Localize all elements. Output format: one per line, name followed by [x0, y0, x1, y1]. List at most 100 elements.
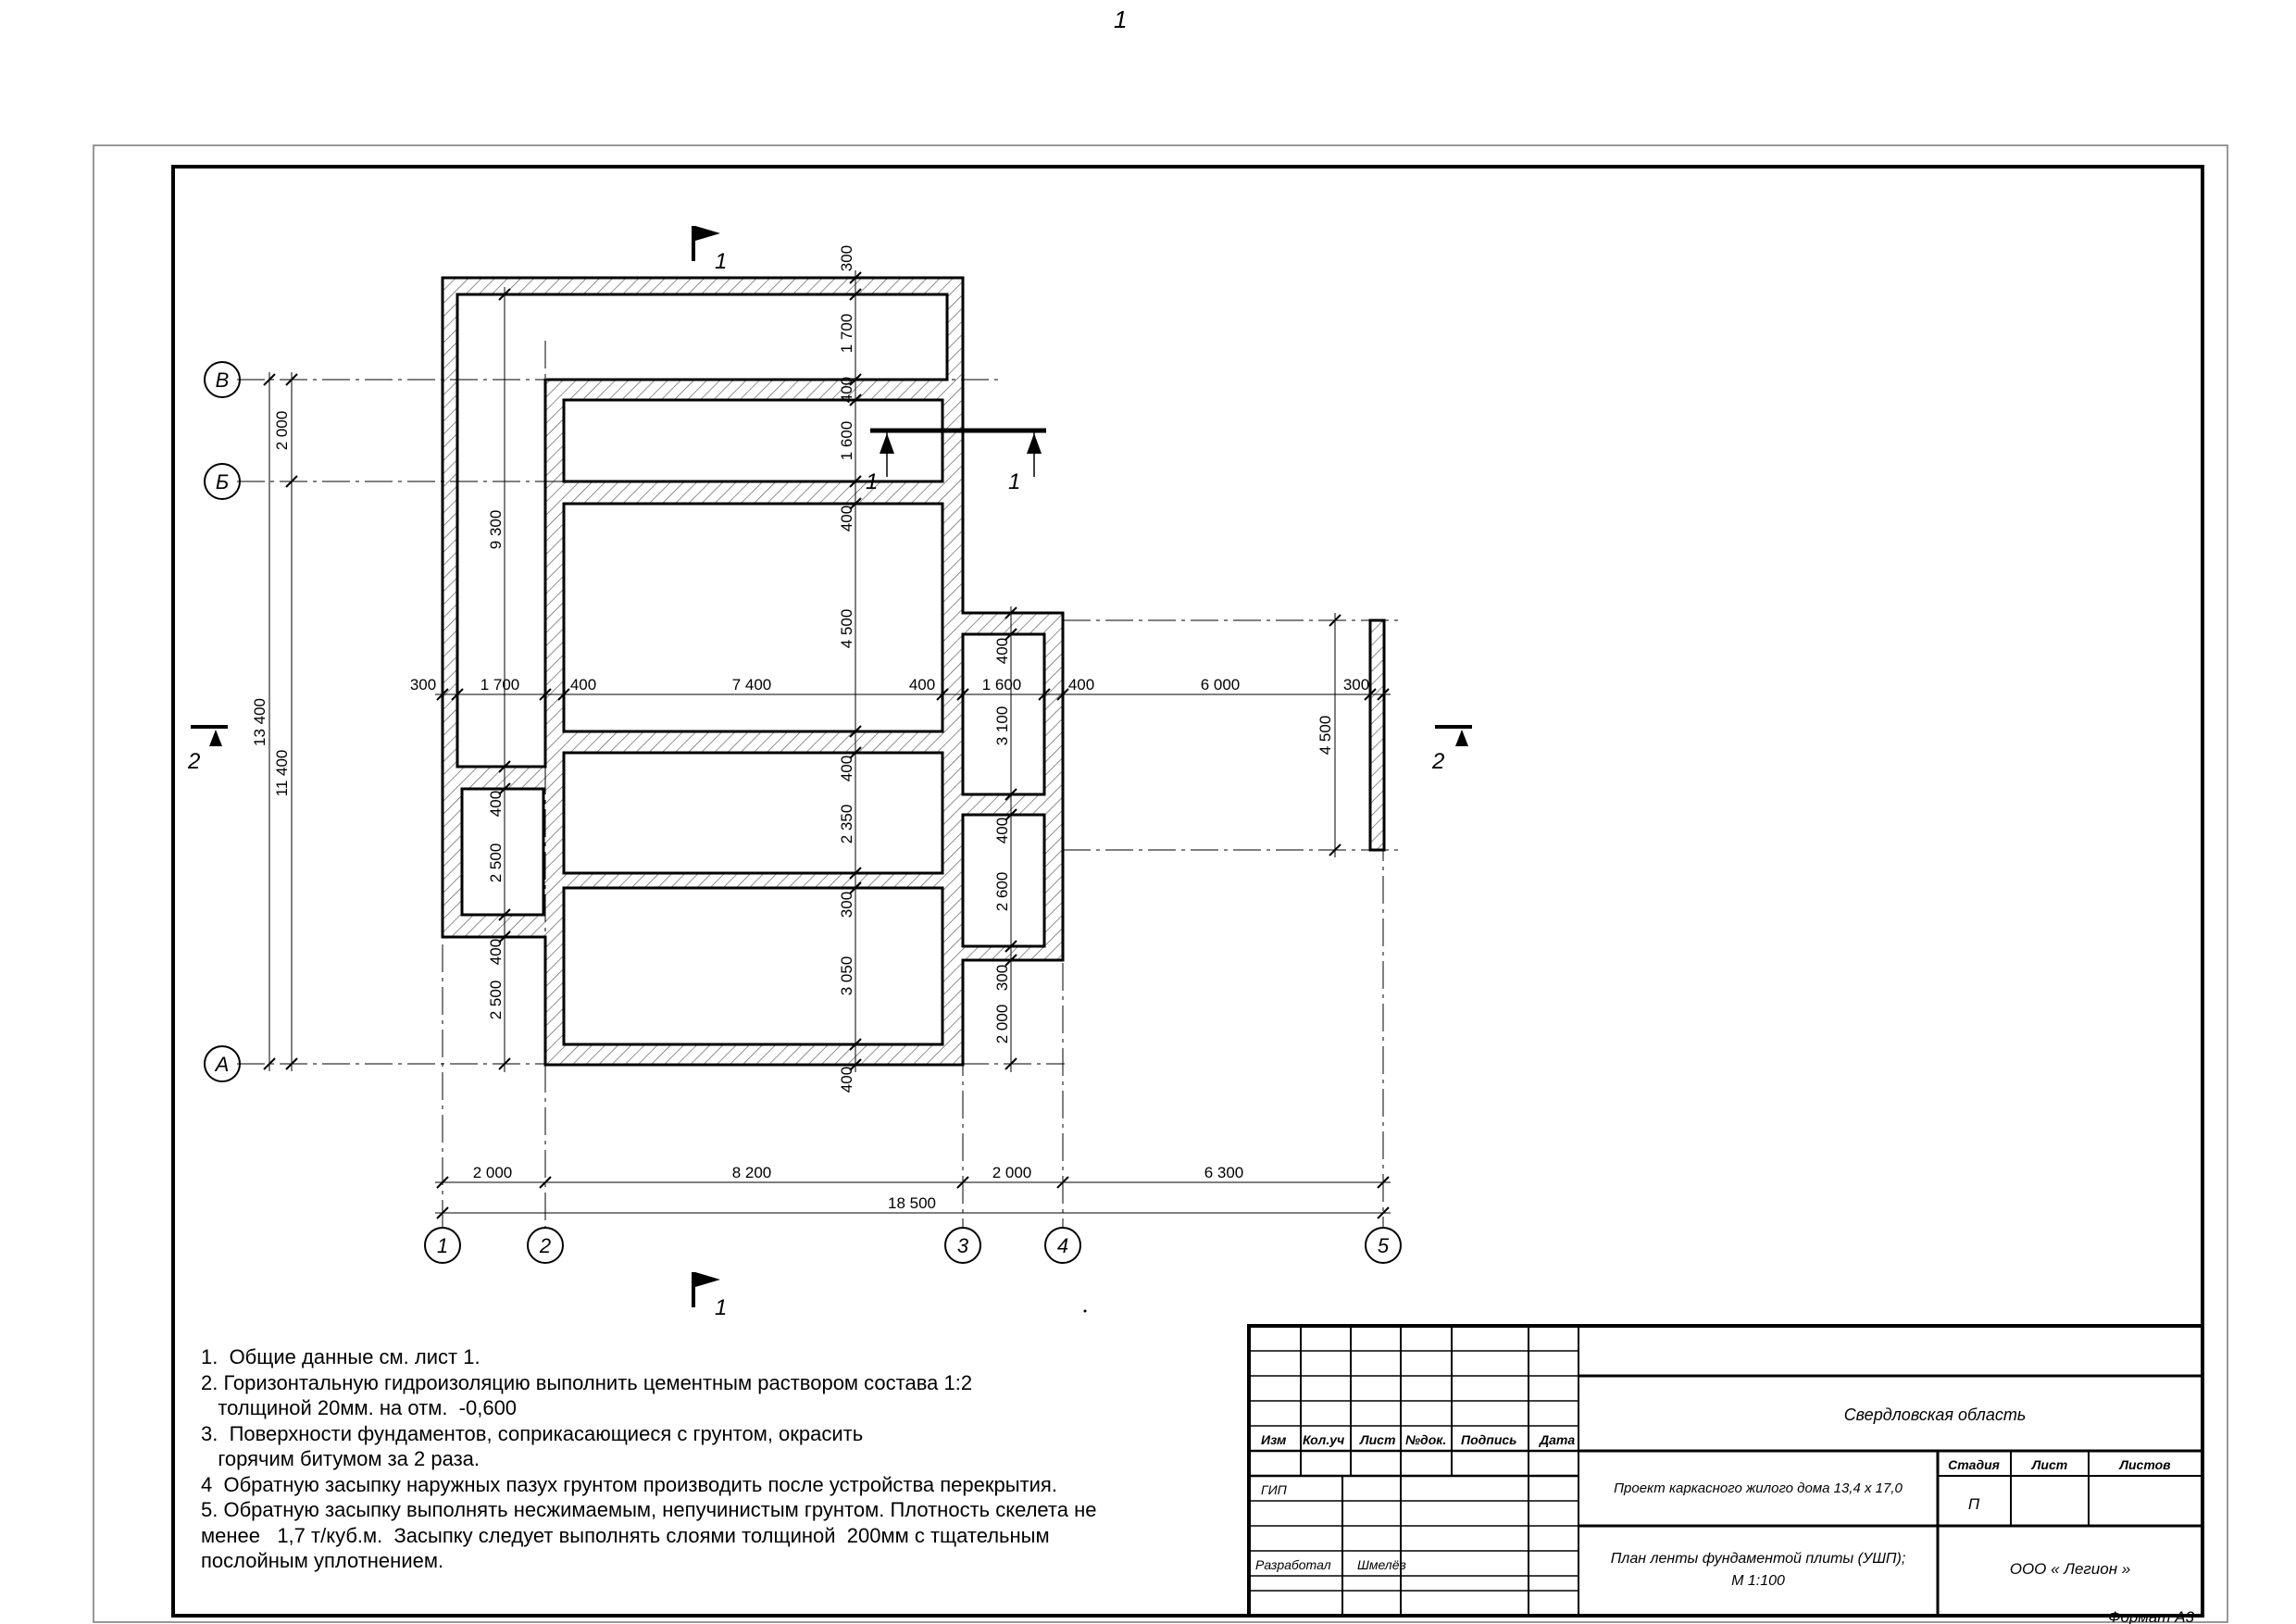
- dim-left-inner-4: 400: [487, 939, 505, 965]
- dim-h-9: 300: [1343, 676, 1369, 693]
- dim-right-slab: 4 500: [1316, 716, 1334, 756]
- note-line-5: горячим битумом за 2 раза.: [201, 1447, 480, 1470]
- dim-left-inner-1: 9 300: [487, 510, 505, 550]
- tb-drawing-title-1: План ленты фундаментой плиты (УШП);: [1611, 1551, 1906, 1567]
- dim-left-total: 13 400: [251, 698, 268, 746]
- dim-right-inner-3: 400: [993, 818, 1011, 843]
- section-2-right-label: 2: [1431, 749, 1444, 774]
- dim-v-10: 3 050: [838, 956, 855, 996]
- tb-company: ООО « Легион »: [2010, 1560, 2131, 1578]
- tb-developed: Разработал: [1255, 1557, 1331, 1572]
- dim-v-8: 2 350: [838, 805, 855, 844]
- axis-row-v-label: В: [216, 369, 230, 392]
- stray-dot: [1083, 1309, 1087, 1313]
- dimension-lines: [268, 270, 1391, 1214]
- dim-h-2: 1 700: [480, 676, 520, 693]
- dim-right-inner-1: 400: [993, 638, 1011, 664]
- axis-col-2-bubble: [527, 1227, 564, 1264]
- tb-project: Проект каркасного жилого дома 13,4 х 17,…: [1614, 1480, 1903, 1496]
- tb-header-kol: Кол.уч: [1303, 1432, 1344, 1447]
- axis-lines: [237, 341, 1398, 1227]
- dim-right-inner-5: 300: [993, 965, 1011, 991]
- tb-gip: ГИП: [1261, 1482, 1288, 1497]
- tb-sheet-label: Лист: [2031, 1457, 2067, 1472]
- title-block: [1247, 1324, 2204, 1618]
- dim-bottom-3: 2 000: [992, 1164, 1032, 1181]
- axis-row-b-label: Б: [216, 470, 229, 493]
- note-line-6: 4 Обратную засыпку наружных пазух грунто…: [201, 1472, 1057, 1496]
- dim-v-9: 300: [838, 892, 855, 918]
- outer-sheet-border: [93, 144, 2228, 1623]
- note-line-2: 2. Горизонтальную гидроизоляцию выполнит…: [201, 1370, 973, 1394]
- tb-header-podpis: Подпись: [1461, 1432, 1516, 1447]
- dim-left-top: 2 000: [273, 411, 291, 451]
- note-line-1: 1. Общие данные см. лист 1.: [201, 1345, 480, 1368]
- note-line-4: 3. Поверхности фундаментов, соприкасающи…: [201, 1421, 864, 1445]
- tb-header-izm: Изм: [1261, 1432, 1287, 1447]
- axis-bubbles: [204, 361, 1402, 1264]
- note-line-9: послойным уплотнением.: [201, 1549, 444, 1572]
- top-page-number: 1: [1114, 6, 1127, 33]
- dimension-ticks: [263, 271, 1390, 1219]
- tb-stage-label: Стадия: [1948, 1457, 2000, 1472]
- foundation-strip: [441, 276, 1386, 1067]
- dim-right-inner-6: 2 000: [993, 1005, 1011, 1044]
- tb-developer-name: Шмелёв: [1357, 1557, 1406, 1572]
- axis-row-b-bubble: [204, 463, 241, 500]
- tb-stage-value: П: [1968, 1495, 1980, 1513]
- dim-v-11: 400: [838, 1067, 855, 1093]
- axis-row-v-bubble: [204, 361, 241, 398]
- axis-row-a-bubble: [204, 1045, 241, 1082]
- axis-col-5-label: 5: [1378, 1234, 1390, 1257]
- tb-sheets-label: Листов: [2118, 1457, 2171, 1472]
- axis-col-1-bubble: [424, 1227, 461, 1264]
- format-label: Формат А3: [2108, 1608, 2195, 1624]
- section-1-bottom-label: 1: [715, 1295, 727, 1320]
- axis-col-4-bubble: [1044, 1227, 1081, 1264]
- section-marks: [191, 226, 1472, 1307]
- dim-v-6: 4 500: [838, 609, 855, 649]
- dim-h-5: 400: [909, 676, 935, 693]
- section-1-top-label: 1: [715, 249, 727, 274]
- axis-col-1-label: 1: [437, 1234, 448, 1257]
- section-2-left-label: 2: [187, 749, 200, 774]
- dim-left-inner-5: 2 500: [487, 981, 505, 1020]
- dim-v-5: 400: [838, 506, 855, 531]
- dim-h-1: 300: [410, 676, 436, 693]
- dim-h-3: 400: [570, 676, 596, 693]
- dim-h-7: 400: [1068, 676, 1094, 693]
- dim-v-2: 1 700: [838, 314, 855, 354]
- note-line-8: менее 1,7 т/куб.м. Засыпку следует выпол…: [201, 1523, 1050, 1547]
- dim-v-7: 400: [838, 756, 855, 781]
- axis-col-4-label: 4: [1057, 1234, 1068, 1257]
- dim-h-6: 1 600: [982, 676, 1022, 693]
- note-line-3: толщиной 20мм. на отм. -0,600: [201, 1396, 518, 1419]
- dim-v-3: 400: [838, 377, 855, 403]
- dim-bottom-2: 8 200: [732, 1164, 772, 1181]
- dim-left-partial: 11 400: [273, 750, 291, 797]
- general-notes: 1. Общие данные см. лист 1. 2. Горизонта…: [201, 1344, 1229, 1574]
- dim-right-inner-2: 3 100: [993, 706, 1011, 746]
- axis-col-5-bubble: [1365, 1227, 1402, 1264]
- dim-left-inner-3: 2 500: [487, 843, 505, 883]
- tb-drawing-title-2: М 1:100: [1731, 1573, 1785, 1589]
- section-1-small-right-label: 1: [1008, 469, 1020, 494]
- axis-row-a-label: А: [214, 1053, 230, 1076]
- tb-region: Свердловская область: [1844, 1405, 2027, 1424]
- dim-bottom-1: 2 000: [473, 1164, 513, 1181]
- axis-col-3-bubble: [944, 1227, 981, 1264]
- axis-col-2-label: 2: [539, 1234, 551, 1257]
- dim-bottom-4: 6 300: [1204, 1164, 1244, 1181]
- dim-h-8: 6 000: [1201, 676, 1241, 693]
- dim-h-4: 7 400: [732, 676, 772, 693]
- dim-v-1: 300: [838, 245, 855, 271]
- drawing-frame: [171, 165, 2204, 1618]
- dim-right-inner-4: 2 600: [993, 872, 1011, 912]
- tb-header-data: Дата: [1539, 1432, 1575, 1447]
- note-line-7: 5. Обратную засыпку выполнять несжимаемы…: [201, 1498, 1097, 1521]
- section-1-small-left-label: 1: [866, 469, 878, 494]
- dim-bottom-total: 18 500: [888, 1194, 936, 1212]
- dim-left-inner-2: 400: [487, 791, 505, 817]
- tb-header-list: Лист: [1359, 1432, 1395, 1447]
